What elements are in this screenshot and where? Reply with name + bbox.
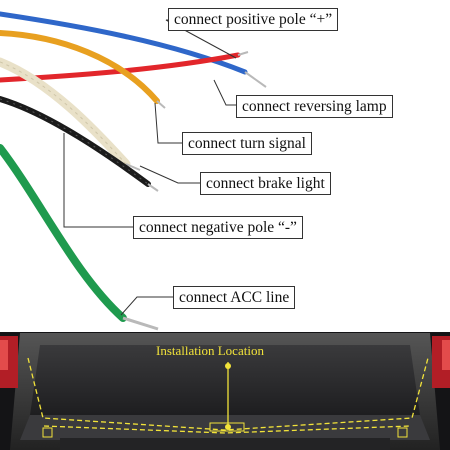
- wire-black: [0, 96, 151, 187]
- wire-green-tip: [122, 316, 159, 331]
- wire-cream-tip: [125, 163, 141, 171]
- label-reversing-lamp: connect reversing lamp: [236, 95, 393, 118]
- wire-green: [0, 144, 127, 322]
- wire-black-tip: [147, 183, 159, 192]
- installation-location-label: Installation Location: [156, 343, 264, 358]
- trunk-photo: [0, 332, 450, 450]
- label-negative-pole: connect negative pole “-”: [133, 216, 303, 239]
- wire-blue-tip: [244, 71, 267, 88]
- wire-red-tip: [237, 51, 249, 56]
- leader-lines: [63, 19, 237, 316]
- wire-orange: [0, 30, 160, 104]
- wire-orange-tip: [156, 100, 166, 109]
- label-turn-signal: connect turn signal: [182, 132, 312, 155]
- label-brake-light: connect brake light: [200, 172, 331, 195]
- label-positive-pole: connect positive pole “+”: [168, 8, 339, 31]
- label-acc-line: connect ACC line: [173, 286, 296, 309]
